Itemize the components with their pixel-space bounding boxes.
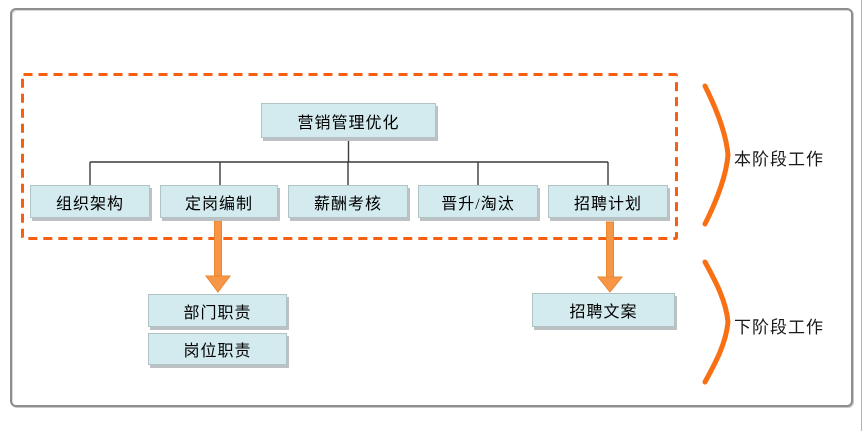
next-stage-label: 下阶段工作 [734, 318, 824, 337]
org-chart-connectors [89, 138, 609, 185]
current-stage-label: 本阶段工作 [734, 150, 824, 169]
arrow-down-right [596, 221, 624, 293]
current-stage-dashed-outline [21, 73, 678, 240]
node-org-structure: 组织架构 [30, 185, 150, 218]
arrow-down-left [205, 220, 231, 293]
node-position-duties: 岗位职责 [148, 333, 287, 365]
node-department-duties: 部门职责 [148, 294, 287, 327]
current-stage-bracket [702, 83, 731, 227]
next-stage-bracket [702, 259, 731, 385]
node-salary-assessment: 薪酬考核 [288, 185, 408, 218]
node-recruitment-plan: 招聘计划 [548, 185, 668, 218]
page-right-edge-divider [861, 0, 862, 431]
node-promotion-elimination: 晋升/淘汰 [418, 185, 538, 218]
node-position-establishment: 定岗编制 [160, 185, 278, 218]
node-recruitment-copy: 招聘文案 [532, 293, 675, 327]
stage-brackets [702, 83, 731, 385]
node-marketing-management: 营销管理优化 [261, 103, 436, 138]
